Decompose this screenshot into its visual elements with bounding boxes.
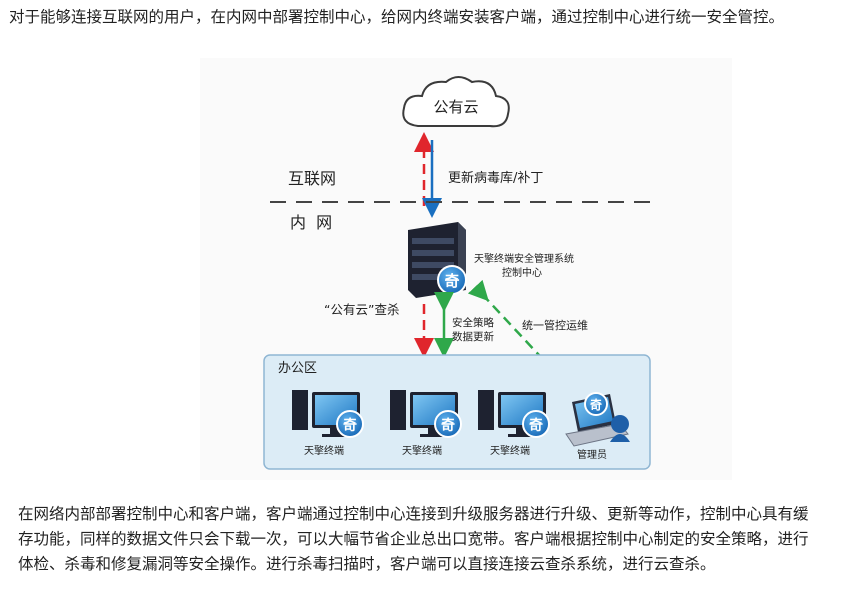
body-paragraph: 在网络内部部署控制中心和客户端，客户端通过控制中心连接到升级服务器进行升级、更新… <box>18 505 809 573</box>
svg-text:奇: 奇 <box>590 397 602 412</box>
server-label-line1: 天擎终端安全管理系统 <box>474 252 574 265</box>
admin-laptop-icon: 奇 <box>565 392 630 447</box>
client-computer-icon: 奇 <box>292 390 364 438</box>
intro-paragraph: 对于能够连接互联网的用户，在内网中部署控制中心，给网内终端安装客户端，通过控制中… <box>9 8 785 26</box>
internet-label: 互联网 <box>288 169 336 188</box>
public-cloud-icon <box>402 76 510 128</box>
svg-text:奇: 奇 <box>444 272 459 290</box>
network-deployment-diagram: 公有云 更新病毒库/补丁 互联网 内 网 奇 天擎终端安全管理系统 控制中心 “… <box>200 58 732 480</box>
client-computer-icon: 奇 <box>478 390 550 438</box>
qihoo-logo-icon: 奇 <box>437 265 467 295</box>
svg-text:奇: 奇 <box>441 417 455 434</box>
server-label-line2: 控制中心 <box>502 266 542 279</box>
admin-label: 管理员 <box>577 448 607 461</box>
client-label-3: 天擎终端 <box>490 444 530 457</box>
svg-text:奇: 奇 <box>529 417 543 434</box>
client-computer-icon: 奇 <box>390 390 462 438</box>
client-label-2: 天擎终端 <box>402 444 442 457</box>
office-label: 办公区 <box>278 361 317 376</box>
cloud-scan-label: “公有云”查杀 <box>324 302 399 317</box>
intranet-label: 内 网 <box>290 213 332 232</box>
cloud-label: 公有云 <box>433 98 478 116</box>
unified-control-label: 统一管控运维 <box>522 318 588 332</box>
svg-text:奇: 奇 <box>343 417 357 434</box>
policy-label-line1: 安全策略 <box>452 316 494 329</box>
update-label: 更新病毒库/补丁 <box>448 170 543 186</box>
policy-label-line2: 数据更新 <box>452 330 494 343</box>
client-label-1: 天擎终端 <box>304 444 344 457</box>
